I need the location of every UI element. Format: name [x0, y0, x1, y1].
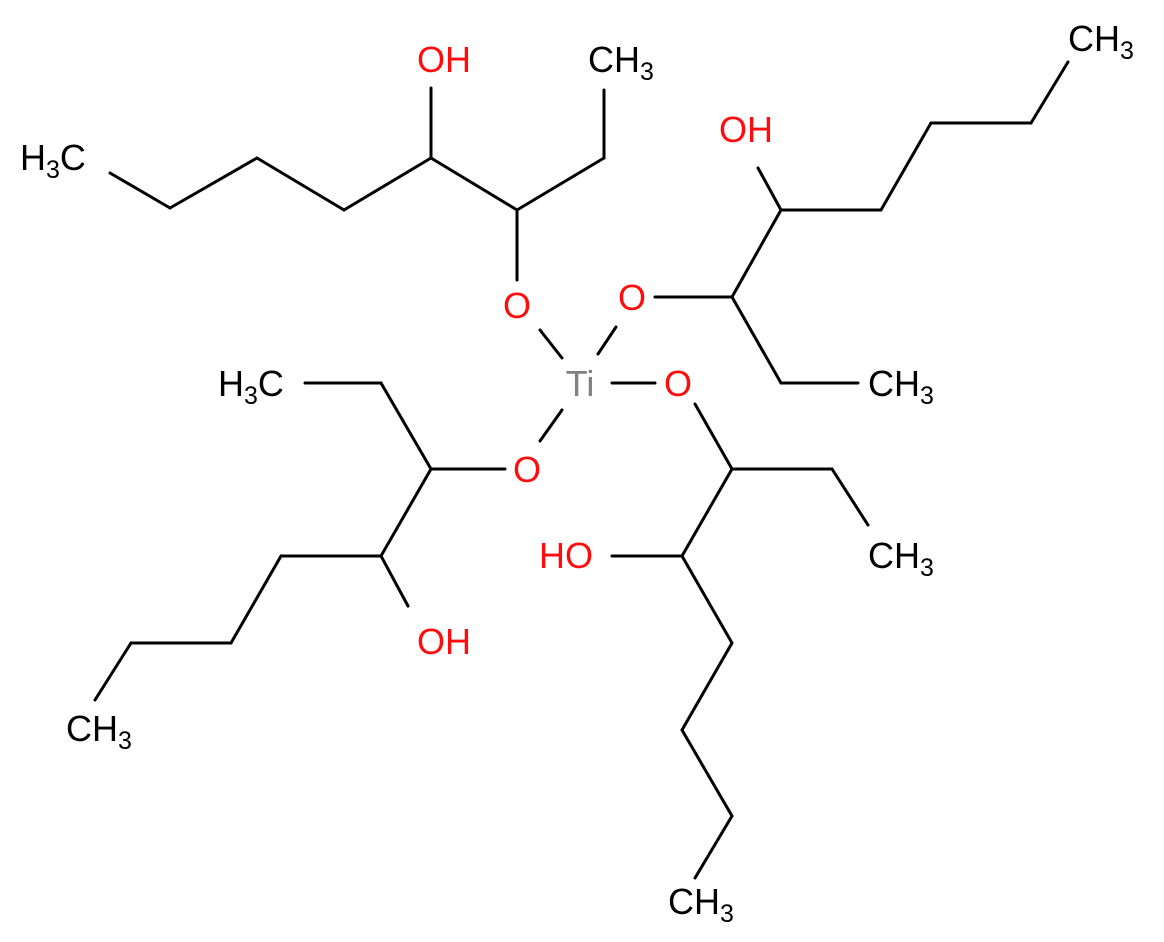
oxygen-atom-label: O	[503, 285, 531, 326]
methyl-label: CH3	[1068, 18, 1134, 65]
bond	[680, 554, 734, 645]
hydroxyl-label: OH	[719, 109, 773, 150]
bond	[730, 295, 783, 385]
methyl-label: CH3	[588, 39, 654, 86]
bond	[379, 381, 433, 471]
bond	[830, 467, 870, 527]
bond	[680, 641, 734, 732]
bond	[1029, 60, 1070, 125]
oxygen-atom-label: O	[664, 363, 692, 404]
titanium-atom-label: Ti	[566, 363, 595, 404]
bond	[379, 467, 433, 558]
bond	[730, 208, 783, 299]
bond	[379, 554, 410, 608]
bond	[255, 156, 346, 212]
hydroxyl-label: OH	[417, 39, 471, 80]
oxygen-atom-label: O	[618, 277, 646, 318]
methyl-label: H3C	[20, 137, 86, 184]
hydroxyl-label: HO	[539, 535, 593, 576]
methyl-label: CH3	[66, 708, 132, 755]
bond	[693, 402, 734, 471]
bond	[168, 156, 259, 210]
bond	[229, 554, 283, 645]
bond	[342, 156, 433, 212]
methyl-label: CH3	[868, 535, 934, 582]
bond	[756, 166, 783, 212]
oxygen-atom-label: O	[513, 449, 541, 490]
bond	[680, 467, 734, 558]
bond	[93, 641, 133, 702]
bond	[429, 156, 519, 212]
hydroxyl-label: OH	[417, 621, 471, 662]
methyl-label: CH3	[668, 881, 734, 928]
methyl-label: H3C	[218, 363, 284, 410]
bond	[680, 728, 734, 818]
bond	[693, 814, 734, 880]
bond	[515, 156, 606, 212]
bonds	[93, 60, 1070, 880]
methyl-label: CH3	[868, 363, 934, 410]
bond	[596, 325, 618, 356]
bond	[538, 408, 564, 443]
bond	[879, 121, 933, 212]
bond	[538, 328, 564, 360]
bond	[108, 171, 172, 210]
